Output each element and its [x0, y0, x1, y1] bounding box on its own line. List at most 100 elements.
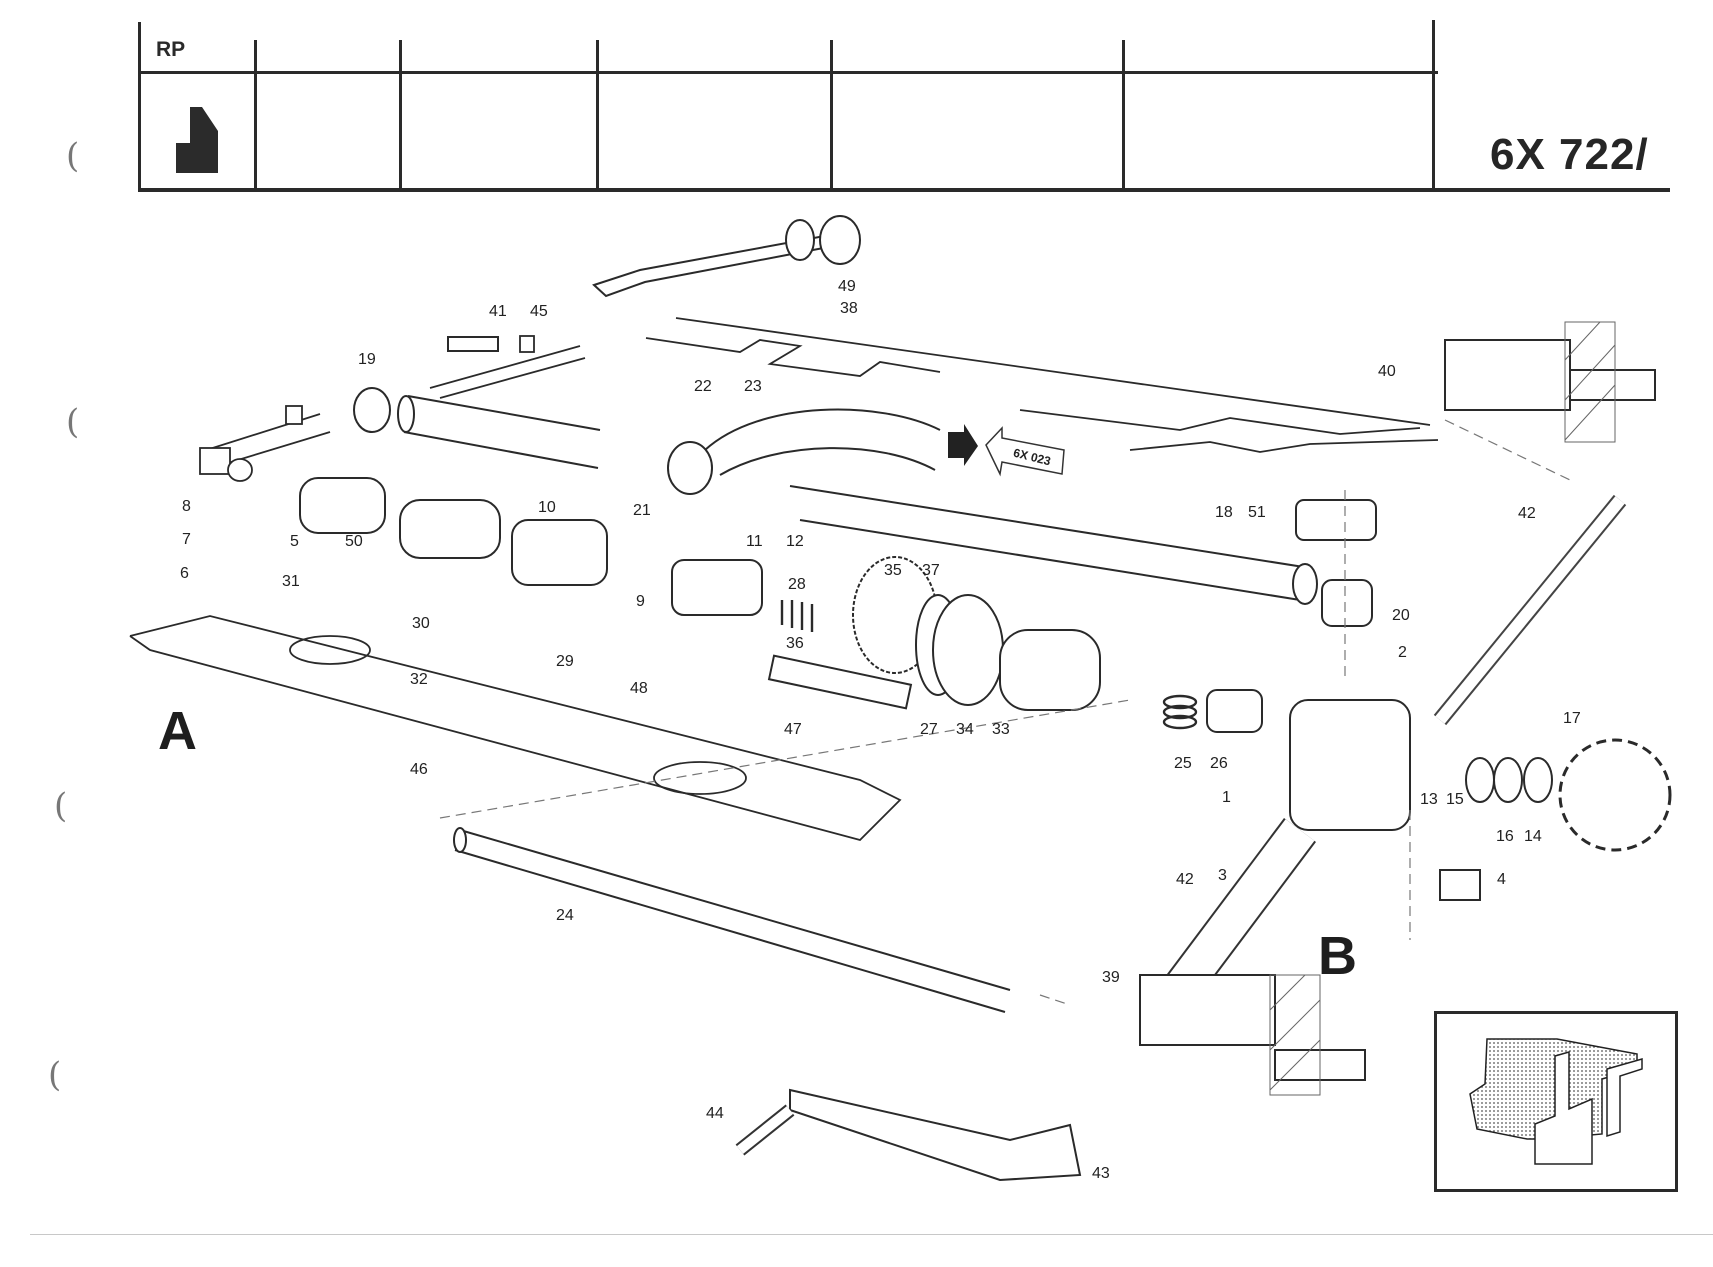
callout-46[interactable]: 46	[410, 761, 428, 778]
part-18-tube	[789, 485, 1318, 605]
part-14-bearing	[1523, 757, 1553, 803]
wall-hatch-top	[1564, 321, 1616, 443]
callout-41[interactable]: 41	[489, 303, 507, 320]
callout-47[interactable]: 47	[784, 721, 802, 738]
callout-23[interactable]: 23	[744, 378, 762, 395]
callout-39[interactable]: 39	[1102, 969, 1120, 986]
callout-16[interactable]: 16	[1496, 828, 1514, 845]
wall-hatch-bottom	[1269, 974, 1321, 1096]
part-19-plug	[353, 387, 391, 433]
callout-13[interactable]: 13	[1420, 791, 1438, 808]
callout-29[interactable]: 29	[556, 653, 574, 670]
binder-hole-3: (	[54, 786, 68, 826]
page-corner-icon	[172, 105, 222, 180]
callout-44[interactable]: 44	[706, 1105, 724, 1122]
binder-hole-1: (	[66, 136, 80, 176]
part-51-clip	[1295, 499, 1377, 541]
part-50-spring-housing	[399, 499, 501, 559]
assembly-guide-lines	[439, 419, 1571, 1006]
callout-9[interactable]: 9	[636, 593, 645, 610]
part-10-bracket	[511, 519, 608, 586]
title-block-col-1	[254, 40, 257, 190]
callout-40[interactable]: 40	[1378, 363, 1396, 380]
callout-20[interactable]: 20	[1392, 607, 1410, 624]
callout-5[interactable]: 5	[290, 533, 299, 550]
callout-33[interactable]: 33	[992, 721, 1010, 738]
callout-21[interactable]: 21	[633, 502, 651, 519]
callout-10[interactable]: 10	[538, 499, 556, 516]
callout-37[interactable]: 37	[922, 562, 940, 579]
callout-18[interactable]: 18	[1215, 504, 1233, 521]
part-24-shaft	[453, 827, 1011, 1013]
callout-45[interactable]: 45	[530, 303, 548, 320]
callout-42-upper[interactable]: 42	[1518, 505, 1536, 522]
callout-24[interactable]: 24	[556, 907, 574, 924]
callout-14[interactable]: 14	[1524, 828, 1542, 845]
callout-42-lower[interactable]: 42	[1176, 871, 1194, 888]
section-letter-a: A	[158, 701, 197, 761]
part-34-drum	[932, 594, 1004, 706]
rp-label: RP	[156, 38, 186, 61]
inset-detail-view	[1434, 1011, 1678, 1192]
callout-25[interactable]: 25	[1174, 755, 1192, 772]
callout-51[interactable]: 51	[1248, 504, 1266, 521]
part-23-hose	[704, 408, 941, 476]
part-43-crank	[789, 1088, 1082, 1182]
callout-12[interactable]: 12	[786, 533, 804, 550]
title-block-top-left-tick	[138, 22, 141, 192]
callout-31[interactable]: 31	[282, 573, 300, 590]
part-46-tray	[129, 615, 902, 842]
callout-48[interactable]: 48	[630, 680, 648, 697]
left-channel-8	[199, 405, 331, 482]
part-9-bracket	[671, 559, 763, 616]
callout-28[interactable]: 28	[788, 576, 806, 593]
callout-17[interactable]: 17	[1563, 710, 1581, 727]
part-16-washer	[1493, 757, 1523, 803]
part-21-clamp	[667, 441, 713, 495]
callout-36[interactable]: 36	[786, 635, 804, 652]
binder-hole-4: (	[48, 1055, 62, 1095]
callout-22[interactable]: 22	[694, 378, 712, 395]
part-26-knob	[1206, 689, 1263, 733]
roller-tube	[397, 395, 601, 469]
section-letter-b: B	[1318, 926, 1357, 986]
callout-26[interactable]: 26	[1210, 755, 1228, 772]
callout-6[interactable]: 6	[180, 565, 189, 582]
part-5-bracket	[299, 477, 386, 534]
callout-4[interactable]: 4	[1497, 871, 1506, 888]
callout-32[interactable]: 32	[410, 671, 428, 688]
callout-15[interactable]: 15	[1446, 791, 1464, 808]
callout-11[interactable]: 11	[746, 533, 763, 550]
part-20-bushing	[1321, 579, 1373, 627]
part-45-channel	[429, 335, 586, 399]
part-25-spring	[1162, 694, 1198, 730]
callout-38[interactable]: 38	[840, 300, 858, 317]
callout-49[interactable]: 49	[838, 278, 856, 295]
callout-35[interactable]: 35	[884, 562, 902, 579]
callout-34[interactable]: 34	[956, 721, 974, 738]
callout-50[interactable]: 50	[345, 533, 363, 550]
part-15-nut	[1465, 757, 1495, 803]
part-33-coupling	[999, 629, 1101, 711]
callout-7[interactable]: 7	[182, 531, 191, 548]
page-bottom-rule	[30, 1234, 1713, 1235]
part-4-clip	[1439, 869, 1481, 901]
part-39-block	[1139, 974, 1276, 1046]
callout-27[interactable]: 27	[920, 721, 938, 738]
callout-8[interactable]: 8	[182, 498, 191, 515]
part-36-spring	[780, 600, 814, 632]
title-block-col-2	[399, 40, 402, 190]
callout-3[interactable]: 3	[1218, 867, 1227, 884]
callout-43[interactable]: 43	[1092, 1165, 1110, 1182]
title-block-col-3	[596, 40, 599, 190]
part-40-threaded-end	[1569, 369, 1656, 401]
callout-2[interactable]: 2	[1398, 644, 1407, 661]
title-block-col-6	[1432, 20, 1435, 190]
part-41-pin	[447, 336, 499, 352]
callout-1[interactable]: 1	[1222, 789, 1231, 806]
title-block-row-divider	[138, 71, 1438, 74]
part-1-housing	[1289, 699, 1411, 831]
callout-30[interactable]: 30	[412, 615, 430, 632]
callout-19[interactable]: 19	[358, 351, 376, 368]
